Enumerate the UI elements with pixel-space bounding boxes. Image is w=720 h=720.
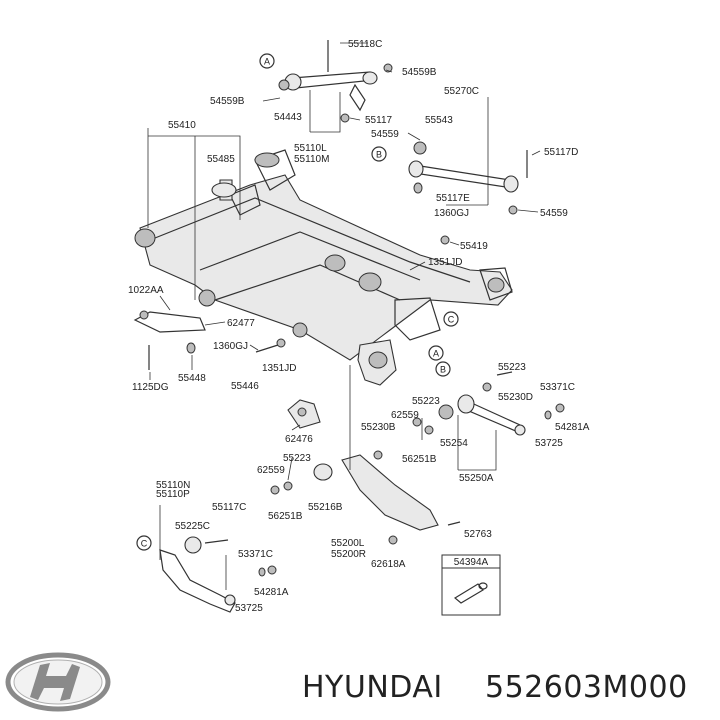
callout: 55225C: [175, 521, 210, 532]
svg-text:A: A: [433, 349, 439, 359]
callout-labels: 55118C 54559B 54559B 54443 55117 54559 5…: [128, 39, 590, 614]
callout: 56251B: [268, 511, 303, 522]
callout: 55230B: [361, 422, 396, 433]
callout: 55270C: [444, 86, 479, 97]
callout: 55200L: [331, 538, 365, 549]
ref-circle-b-top: B: [371, 146, 387, 162]
callout: 53371C: [540, 382, 575, 393]
callout: 1351JD: [428, 257, 462, 268]
callout: 53725: [235, 603, 263, 614]
svg-text:B: B: [440, 365, 446, 375]
svg-text:B: B: [376, 150, 382, 160]
left-bracket-62477: [133, 310, 286, 370]
callout: 62477: [227, 318, 255, 329]
callout: 55230D: [498, 392, 533, 403]
callout: 54559: [371, 129, 399, 140]
callout: 1360GJ: [213, 341, 248, 352]
svg-text:54394A: 54394A: [454, 557, 489, 568]
callout: 55110P: [156, 489, 190, 500]
callout: 55250A: [459, 473, 494, 484]
callout: 55410: [168, 120, 196, 131]
callout: 55216B: [308, 502, 343, 513]
callout: 1351JD: [262, 363, 296, 374]
callout: 55543: [425, 115, 453, 126]
callout: 54559: [540, 208, 568, 219]
callout: 62618A: [371, 559, 406, 570]
callout: 52763: [464, 529, 492, 540]
callout: 56251B: [402, 454, 437, 465]
callout: 1125DG: [132, 382, 169, 393]
ref-circle-c-bottom: C: [136, 535, 152, 551]
lower-link-55250A: [412, 371, 565, 436]
callout: 55446: [231, 381, 259, 392]
callout: 62559: [257, 465, 285, 476]
callout: 55110M: [294, 154, 329, 165]
hyundai-logo-icon: [5, 652, 111, 712]
part-number: 552603M000: [485, 670, 688, 705]
callout: 55254: [440, 438, 468, 449]
callout: 53371C: [238, 549, 273, 560]
callout: 55118C: [348, 39, 382, 50]
bracket-62476: [287, 399, 321, 429]
subframe-assembly: [134, 149, 513, 386]
callout: 54281A: [254, 587, 289, 598]
callout: 55223: [412, 396, 440, 407]
callout: 55117C: [212, 502, 246, 513]
callout: 54559B: [210, 96, 245, 107]
callout: 54559B: [402, 67, 437, 78]
callout: 1360GJ: [434, 208, 469, 219]
leader-lines: [147, 42, 541, 590]
callout: 55200R: [331, 549, 366, 560]
lower-arm-55200: [270, 450, 461, 545]
callout: 62559: [391, 410, 419, 421]
ref-circle-a-mid: A: [428, 345, 444, 361]
svg-text:C: C: [141, 539, 148, 549]
ref-circle-c-right: C: [443, 311, 459, 327]
upper-arm-55110: [278, 40, 393, 123]
callout: 54281A: [555, 422, 590, 433]
stabilizer-link-55270C: [408, 141, 528, 245]
brand-name: HYUNDAI: [302, 670, 443, 705]
svg-text:C: C: [448, 315, 455, 325]
callout: 55485: [207, 154, 235, 165]
callout: 55448: [178, 373, 206, 384]
trailing-arm-55110N: [159, 536, 277, 613]
callout: 55223: [283, 453, 311, 464]
callout: 54443: [274, 112, 302, 123]
callout: 55117E: [436, 193, 470, 204]
ref-circle-b-mid: B: [435, 361, 451, 377]
callout: 55223: [498, 362, 526, 373]
callout: 55419: [460, 241, 488, 252]
svg-text:A: A: [264, 57, 270, 67]
callout: 62476: [285, 434, 313, 445]
callout: 1022AA: [128, 285, 164, 296]
callout: 55110N: [156, 480, 190, 491]
callout: 55117: [365, 115, 393, 126]
callout: 53725: [535, 438, 563, 449]
callout: 55117D: [544, 147, 578, 158]
inset-box-54394A: 54394A: [441, 554, 501, 616]
ref-circle-a-top: A: [259, 53, 275, 69]
callout: 55110L: [294, 143, 327, 154]
